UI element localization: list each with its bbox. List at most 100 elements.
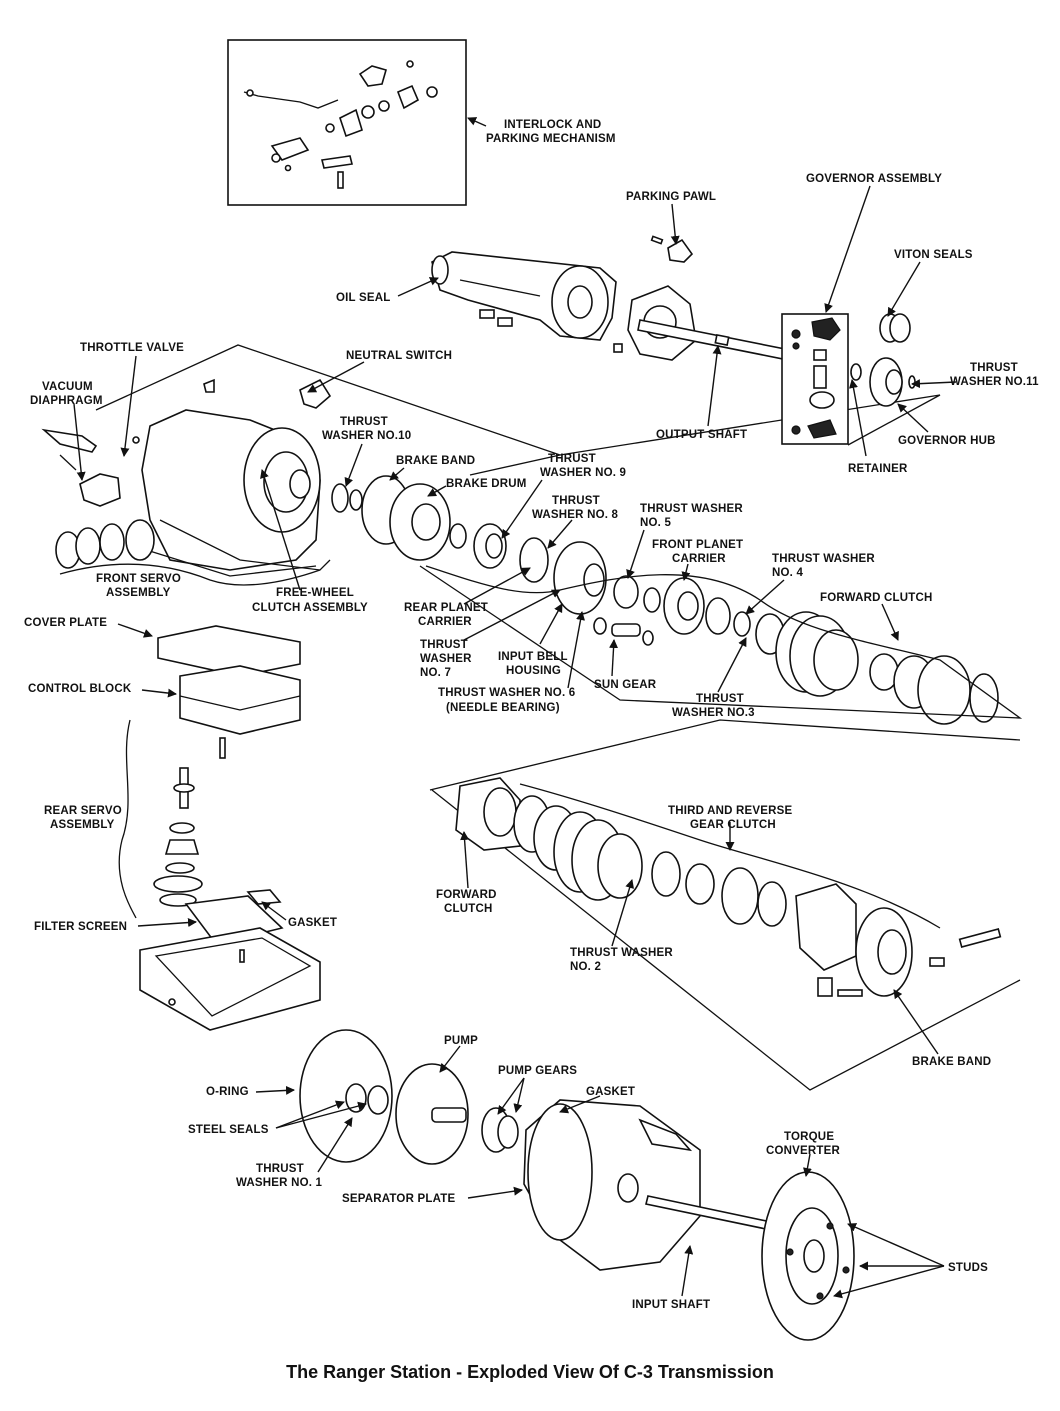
label-separator-plate: SEPARATOR PLATE <box>342 1193 455 1205</box>
cover-plate <box>157 625 301 677</box>
label-output-shaft: OUTPUT SHAFT <box>656 429 747 441</box>
label-tw3-2: WASHER NO.3 <box>672 707 755 719</box>
case-group <box>41 378 332 586</box>
label-forward-clutch-mid-2: CLUTCH <box>444 903 492 915</box>
label-torque-2: CONVERTER <box>766 1145 840 1157</box>
thrust-washer-8 <box>519 537 549 583</box>
oil-pan <box>139 927 321 1031</box>
label-neutral-switch: NEUTRAL SWITCH <box>346 350 452 362</box>
gasket-small <box>246 889 282 905</box>
retainer-ring <box>850 363 862 381</box>
label-studs: STUDS <box>948 1262 988 1274</box>
figure-caption: The Ranger Station - Exploded View Of C-… <box>286 1362 774 1382</box>
label-tw1-2: WASHER NO. 1 <box>236 1177 323 1189</box>
label-rpc-1: REAR PLANET <box>404 602 488 614</box>
label-gasket-left: GASKET <box>288 917 337 929</box>
label-front-servo-2: ASSEMBLY <box>106 587 171 599</box>
label-tw4-2: NO. 4 <box>772 567 803 579</box>
label-ibh-2: HOUSING <box>506 665 561 677</box>
leader-lines <box>73 117 957 1299</box>
label-rpc-2: CARRIER <box>418 616 472 628</box>
sun-gear <box>611 623 641 637</box>
clutch-group <box>429 719 1021 1091</box>
label-tw7-2: WASHER <box>420 653 472 665</box>
label-control-block: CONTROL BLOCK <box>28 683 132 695</box>
label-rear-servo-1: REAR SERVO <box>44 805 122 817</box>
label-viton-seals: VITON SEALS <box>894 249 973 261</box>
label-tw10-1: THRUST <box>340 416 388 428</box>
label-tw8-2: WASHER NO. 8 <box>532 509 619 521</box>
label-vacuum-2: DIAPHRAGM <box>30 395 103 407</box>
label-throttle-valve: THROTTLE VALVE <box>80 342 184 354</box>
label-ibh-1: INPUT BELL <box>498 651 568 663</box>
label-brake-band-mid: BRAKE BAND <box>912 1056 991 1068</box>
label-retainer: RETAINER <box>848 463 908 475</box>
label-tw7-1: THRUST <box>420 639 468 651</box>
label-filter-screen: FILTER SCREEN <box>34 921 127 933</box>
label-interlock-2: PARKING MECHANISM <box>486 133 616 145</box>
parking-pawl <box>667 238 694 263</box>
label-governor-hub: GOVERNOR HUB <box>898 435 996 447</box>
label-tw4-1: THRUST WASHER <box>772 553 875 565</box>
interlock-parking-mechanism-inset <box>227 39 467 206</box>
label-steel-seals: STEEL SEALS <box>188 1124 269 1136</box>
label-tw1-1: THRUST <box>256 1163 304 1175</box>
label-fpc-1: FRONT PLANET <box>652 539 743 551</box>
label-freewheel-1: FREE-WHEEL <box>276 587 354 599</box>
pump-group <box>299 1029 855 1341</box>
label-sun-gear: SUN GEAR <box>594 679 657 691</box>
label-o-ring: O-RING <box>206 1086 249 1098</box>
third-reverse-drum <box>795 883 857 971</box>
label-brake-band-top: BRAKE BAND <box>396 455 475 467</box>
thrust-washer-10 <box>331 483 349 513</box>
label-front-servo-1: FRONT SERVO <box>96 573 181 585</box>
thrust-washer-4 <box>733 611 751 637</box>
label-tw5-1: THRUST WASHER <box>640 503 743 515</box>
label-parking-pawl: PARKING PAWL <box>626 191 716 203</box>
label-oil-seal: OIL SEAL <box>336 292 390 304</box>
label-rear-servo-2: ASSEMBLY <box>50 819 115 831</box>
label-pump: PUMP <box>444 1035 478 1047</box>
label-brake-drum: BRAKE DRUM <box>446 478 527 490</box>
label-freewheel-2: CLUTCH ASSEMBLY <box>252 602 368 614</box>
label-pump-gears: PUMP GEARS <box>498 1065 577 1077</box>
label-tw6-1: THRUST WASHER NO. 6 <box>438 687 575 699</box>
label-cover-plate: COVER PLATE <box>24 617 107 629</box>
label-tw8-1: THRUST <box>552 495 600 507</box>
label-torque-1: TORQUE <box>784 1131 834 1143</box>
label-third-rev-1: THIRD AND REVERSE <box>668 805 793 817</box>
label-fpc-2: CARRIER <box>672 553 726 565</box>
label-input-shaft: INPUT SHAFT <box>632 1299 710 1311</box>
neutral-switch <box>299 378 332 409</box>
label-tw9-1: THRUST <box>548 453 596 465</box>
vacuum-diaphragm <box>79 473 121 507</box>
control-block <box>179 665 301 735</box>
label-interlock-1: INTERLOCK AND <box>504 119 601 131</box>
steel-seal-1 <box>345 1083 367 1113</box>
label-third-rev-2: GEAR CLUTCH <box>690 819 776 831</box>
thrust-washer-5 <box>613 575 639 609</box>
label-gasket-bottom: GASKET <box>586 1086 635 1098</box>
label-tw2-2: NO. 2 <box>570 961 601 973</box>
steel-seal-2 <box>367 1085 389 1115</box>
label-tw3-1: THRUST <box>696 693 744 705</box>
label-vacuum-1: VACUUM <box>42 381 93 393</box>
label-tw11-1: THRUST <box>970 362 1018 374</box>
label-tw9-2: WASHER NO. 9 <box>540 467 626 479</box>
label-tw11-2: WASHER NO.11 <box>950 376 1039 388</box>
label-tw10-2: WASHER NO.10 <box>322 430 411 442</box>
label-governor-assembly: GOVERNOR ASSEMBLY <box>806 173 942 185</box>
gear-train-group <box>331 475 1023 725</box>
output-assembly-group <box>95 235 941 476</box>
label-forward-clutch-top: FORWARD CLUTCH <box>820 592 932 604</box>
valve-body-group <box>118 625 321 1031</box>
label-tw6-2: (NEEDLE BEARING) <box>446 702 560 714</box>
throttle-valve-lever <box>41 428 98 453</box>
label-forward-clutch-mid-1: FORWARD <box>436 889 497 901</box>
labels: INTERLOCK AND PARKING MECHANISM PARKING … <box>24 119 1039 1311</box>
label-tw2-1: THRUST WASHER <box>570 947 673 959</box>
label-tw5-2: NO. 5 <box>640 517 671 529</box>
rear-servo <box>164 839 200 855</box>
label-tw7-3: NO. 7 <box>420 667 451 679</box>
